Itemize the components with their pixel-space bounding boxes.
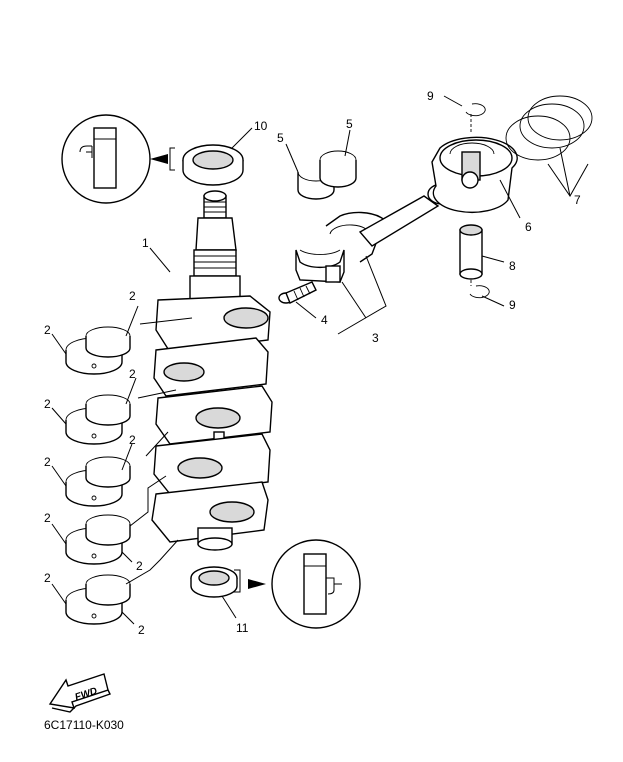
crankshaft: [149, 190, 273, 551]
label-2: 2: [129, 367, 136, 381]
label-9: 9: [427, 89, 434, 103]
piston-6: [431, 136, 521, 219]
bearing-5-right: [319, 129, 357, 188]
detail-circle-lower: [271, 539, 361, 629]
oil-seal-10: [182, 127, 253, 186]
main-bearing-row-1: [51, 305, 193, 375]
piston-pin-8: [459, 224, 505, 280]
label-2: 2: [44, 323, 51, 337]
label-2: 2: [129, 289, 136, 303]
label-11: 11: [236, 621, 249, 635]
label-2: 2: [44, 397, 51, 411]
label-1: 1: [142, 236, 149, 250]
label-2: 2: [44, 571, 51, 585]
oil-seal-11: [190, 566, 266, 619]
diagram-code: 6C17110-K030: [44, 718, 124, 732]
main-bearing-row-5: [51, 539, 179, 625]
circlip-9-upper: [443, 95, 486, 134]
detail-circle-upper: [61, 114, 175, 204]
label-3: 3: [372, 331, 379, 345]
main-bearing-row-2: [51, 377, 177, 445]
label-7: 7: [574, 193, 581, 207]
main-bearing-row-4: [51, 475, 167, 565]
label-2: 2: [44, 455, 51, 469]
label-6: 6: [525, 220, 532, 234]
label-5: 5: [346, 117, 353, 131]
label-2: 2: [136, 559, 143, 573]
main-bearing-row-3: [51, 431, 169, 507]
label-9: 9: [509, 298, 516, 312]
label-2: 2: [138, 623, 145, 637]
label-8: 8: [509, 259, 516, 273]
label-5: 5: [277, 131, 284, 145]
label-10: 10: [254, 119, 268, 133]
rod-bolt-4: [278, 281, 317, 319]
label-2: 2: [129, 433, 136, 447]
fwd-arrow-icon: FWD: [48, 673, 111, 713]
connecting-rod: [295, 183, 457, 335]
label-2: 2: [44, 511, 51, 525]
piston-rings-7: [505, 95, 593, 197]
label-4: 4: [321, 313, 328, 327]
circlip-9-lower: [469, 280, 505, 307]
